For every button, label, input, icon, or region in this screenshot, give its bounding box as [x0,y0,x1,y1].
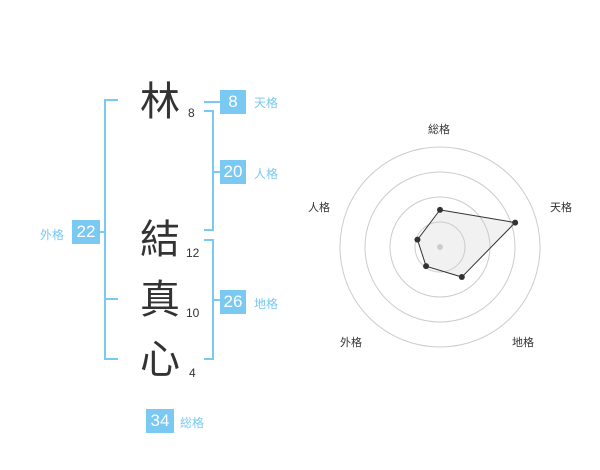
gaikaku-label: 外格 [40,228,65,242]
gaikaku-bracket-top [104,99,118,101]
radar-point-4 [414,236,421,243]
name-char-2: 結 [140,217,180,263]
jinkaku-value-box: 20 [220,160,246,184]
gaikaku-value-box: 22 [72,220,100,244]
radar-label-tenkaku: 天格 [550,201,572,214]
name-char-4: 心 [140,337,180,383]
tenkaku-label: 天格 [254,96,279,110]
radar-point-3 [423,263,430,270]
radar-label-jinkaku: 人格 [308,201,330,214]
chikaku-label: 地格 [254,297,279,311]
chikaku-connector [212,299,220,301]
tenkaku-value-box: 8 [220,90,246,114]
name-char-1: 林 [140,79,180,125]
name-char-3: 真 [140,277,180,323]
tenkaku-connector [204,101,220,103]
soukaku-value-box: 34 [146,409,174,433]
gaikaku-bracket-bottom [104,358,118,360]
radar-grid-ring [414,221,466,273]
chikaku-value-box: 26 [220,290,246,314]
gaikaku-connector [98,231,106,233]
radar-point-0 [437,206,443,213]
gaikaku-bracket-vertical [104,99,106,360]
jinkaku-connector [212,171,220,173]
chikaku-bracket-top [204,239,214,241]
radar-grid-ring [364,171,516,323]
jinkaku-bracket-bottom [204,229,214,231]
radar-grid-ring [339,146,541,348]
radar-point-2 [458,274,465,281]
jinkaku-label: 人格 [254,167,279,181]
radar-center-dot [437,244,443,250]
radar-label-gaikaku: 外格 [340,336,362,349]
radar-score-polygon [416,209,517,278]
jinkaku-bracket-top [204,110,214,112]
radar-label-chikaku: 地格 [512,336,534,349]
gaikaku-bracket-mid [104,298,118,300]
radar-label-soukaku: 総格 [428,123,450,136]
radar-point-1 [512,219,519,226]
soukaku-label: 総格 [180,416,205,430]
name-char-1-strokes: 8 [188,106,195,120]
name-char-4-strokes: 4 [189,366,196,380]
name-char-3-strokes: 10 [186,306,200,320]
radar-grid-ring [389,196,491,298]
name-char-2-strokes: 12 [186,246,200,260]
chikaku-bracket-bottom [204,358,214,360]
jinkaku-bracket-vertical [212,110,214,231]
